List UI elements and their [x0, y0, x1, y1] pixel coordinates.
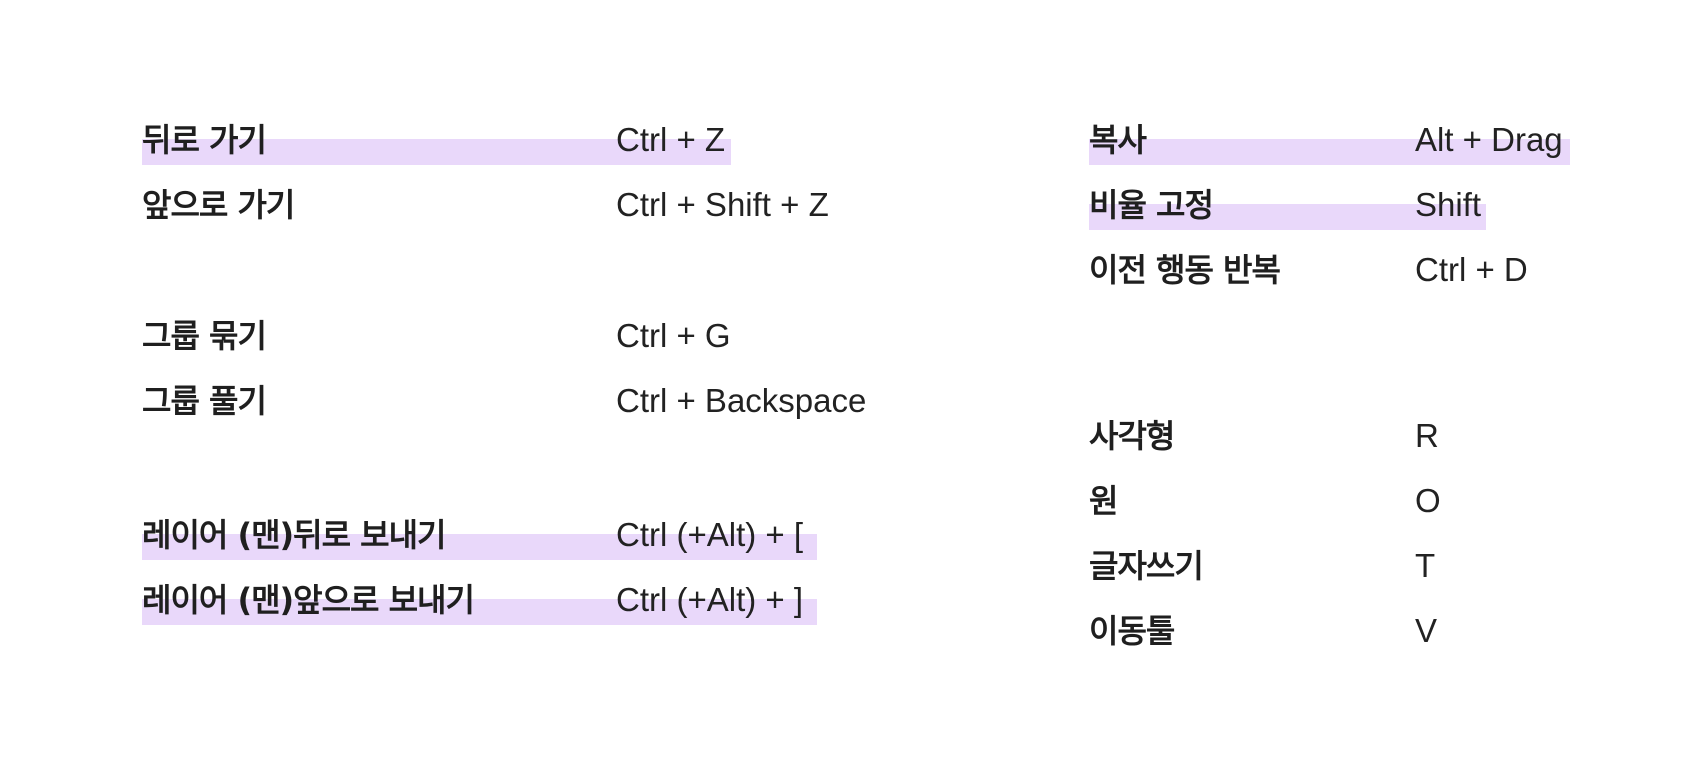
shortcut-row-bring-front: 레이어 (맨)앞으로 보내기 Ctrl (+Alt) + ]: [142, 577, 817, 625]
shortcut-row-group: 그룹 묶기 Ctrl + G: [142, 313, 902, 359]
highlight-mark: [142, 534, 817, 560]
shortcut-keys: Alt + Drag: [1415, 121, 1563, 158]
shortcut-keys: Ctrl + D: [1415, 251, 1528, 288]
shortcut-label: 원: [1089, 482, 1118, 520]
highlight-mark: [1089, 204, 1486, 230]
shortcut-row-copy: 복사 Alt + Drag: [1089, 117, 1570, 165]
shortcut-row-undo: 뒤로 가기 Ctrl + Z: [142, 117, 731, 165]
shortcut-label: 비율 고정: [1089, 186, 1214, 224]
shortcut-label: 사각형: [1089, 417, 1175, 455]
shortcut-label: 복사: [1089, 121, 1147, 159]
shortcut-row-redo: 앞으로 가기 Ctrl + Shift + Z: [142, 182, 902, 228]
shortcut-label: 글자쓰기: [1089, 547, 1204, 585]
shortcut-label: 레이어 (맨)뒤로 보내기: [142, 516, 446, 554]
shortcut-label: 이동툴: [1089, 612, 1175, 650]
shortcut-keys: Ctrl (+Alt) + [: [616, 516, 804, 553]
shortcut-keys: T: [1415, 547, 1436, 584]
shortcut-keys: Ctrl + Backspace: [616, 382, 867, 419]
shortcut-label: 레이어 (맨)앞으로 보내기: [142, 581, 475, 619]
shortcut-row-ungroup: 그룹 풀기 Ctrl + Backspace: [142, 378, 902, 424]
shortcut-row-text: 글자쓰기 T: [1089, 543, 1589, 589]
shortcut-label: 그룹 묶기: [142, 317, 267, 355]
shortcut-keys: V: [1415, 612, 1438, 649]
highlight-mark: [1089, 139, 1570, 165]
shortcut-label: 이전 행동 반복: [1089, 251, 1281, 289]
highlight-mark: [142, 599, 817, 625]
shortcut-keys: R: [1415, 417, 1439, 454]
shortcut-keys: Ctrl (+Alt) + ]: [616, 581, 804, 618]
shortcut-label: 앞으로 가기: [142, 186, 295, 224]
shortcut-row-lock-ratio: 비율 고정 Shift: [1089, 182, 1486, 230]
shortcut-keys: Ctrl + Shift + Z: [616, 186, 829, 223]
shortcut-keys: O: [1415, 482, 1441, 519]
shortcut-keys: Ctrl + Z: [616, 121, 726, 158]
shortcut-keys: Shift: [1415, 186, 1482, 223]
highlight-mark: [142, 139, 731, 165]
shortcut-row-ellipse: 원 O: [1089, 478, 1589, 524]
shortcut-row-rectangle: 사각형 R: [1089, 413, 1589, 459]
shortcut-keys: Ctrl + G: [616, 317, 731, 354]
shortcut-row-send-back: 레이어 (맨)뒤로 보내기 Ctrl (+Alt) + [: [142, 512, 817, 560]
shortcut-row-move-tool: 이동툴 V: [1089, 608, 1589, 654]
shortcut-row-repeat: 이전 행동 반복 Ctrl + D: [1089, 247, 1589, 293]
shortcut-label: 그룹 풀기: [142, 382, 267, 420]
shortcut-label: 뒤로 가기: [142, 121, 267, 159]
